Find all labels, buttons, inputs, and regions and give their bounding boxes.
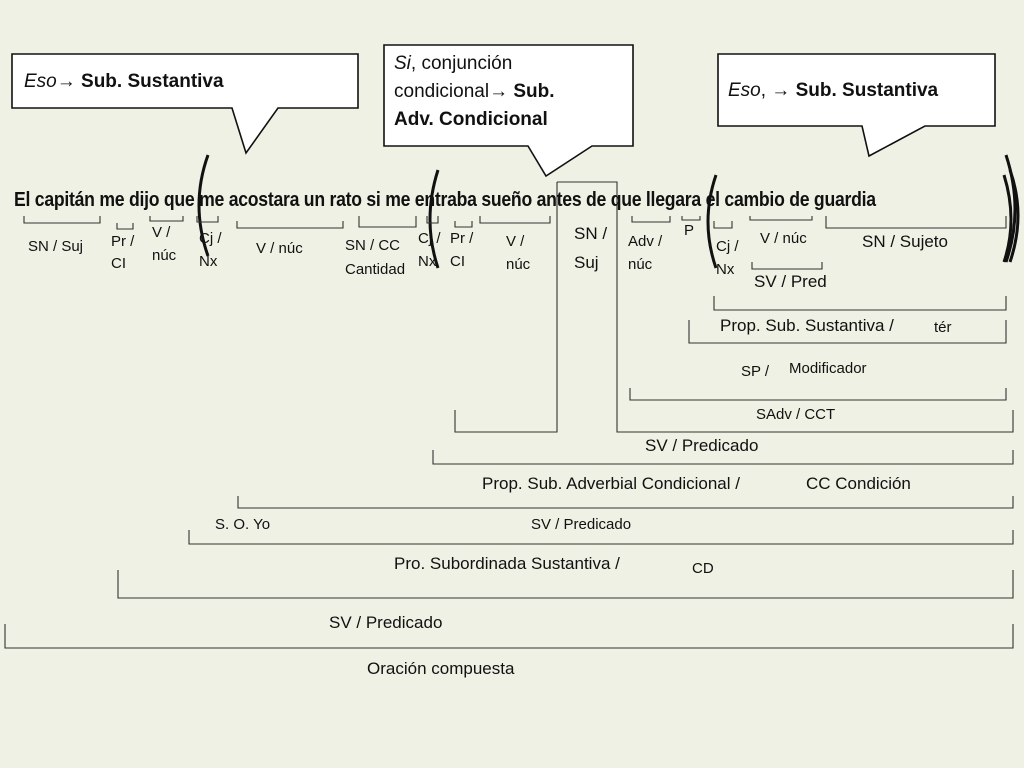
- label-s-o-yo: S. O. Yo: [215, 516, 271, 533]
- label-cj-nx-1a: Cj /: [199, 230, 222, 247]
- label-sn-cc-a: SN / CC: [345, 237, 401, 254]
- paren-close-2: [1008, 169, 1020, 263]
- label-sv-pred: SV / Pred: [754, 272, 827, 291]
- callout-middle-text1: , conjunción: [410, 53, 513, 74]
- label-pr-ci-2a: Pr /: [450, 230, 474, 247]
- label-cj-nx-2b: Nx: [418, 253, 437, 270]
- label-v-nuc-3b: núc: [506, 256, 531, 273]
- label-modificador: Modificador: [789, 360, 867, 377]
- callout-right: Eso, → Sub. Sustantiva: [728, 77, 938, 105]
- label-adv-nuc-a: Adv /: [628, 233, 663, 250]
- label-cj-nx-3a: Cj /: [716, 238, 739, 255]
- label-ter: tér: [934, 319, 952, 336]
- callout-left-italic: Eso: [24, 71, 57, 92]
- label-cc-condicion: CC Condición: [806, 474, 911, 493]
- callout-left-box: [11, 53, 359, 155]
- paren-close-3: [1002, 174, 1013, 263]
- callout-right-bold: Sub. Sustantiva: [795, 80, 939, 101]
- callout-middle-text2: condicional→: [394, 81, 509, 102]
- label-sv-predicado-3: SV / Predicado: [329, 613, 443, 632]
- label-v-nuc-1a: V /: [152, 224, 171, 241]
- label-cj-nx-2a: Cj /: [418, 230, 441, 247]
- label-sn-cc-b: Cantidad: [345, 261, 406, 278]
- label-v-nuc-3a: V /: [506, 233, 525, 250]
- callout-right-italic: Eso: [728, 80, 761, 101]
- label-sadv-cct: SAdv / CCT: [756, 406, 836, 423]
- label-sv-predicado-1: SV / Predicado: [645, 436, 759, 455]
- label-adv-nuc-b: núc: [628, 256, 653, 273]
- callout-left-arrow: →: [56, 71, 76, 92]
- callout-right-text: , →: [760, 80, 791, 101]
- label-p: P: [684, 222, 695, 239]
- label-v-nuc-1b: núc: [152, 247, 177, 264]
- label-cj-nx-3b: Nx: [716, 261, 735, 278]
- label-v-nuc-4: V / núc: [760, 230, 807, 247]
- label-prop-sub-adv: Prop. Sub. Adverbial Condicional /: [482, 474, 740, 493]
- callout-middle: Si, conjunción condicional→ Sub. Adv. Co…: [394, 50, 555, 134]
- label-sn-sujeto: SN / Sujeto: [862, 232, 948, 251]
- callout-right-box: [717, 53, 996, 158]
- callout-middle-box: [383, 44, 634, 178]
- callout-middle-bold2: Adv. Condicional: [394, 109, 548, 130]
- label-sn-suj: SN / Suj: [28, 238, 84, 255]
- callout-middle-bold1: Sub.: [513, 81, 555, 102]
- label-sv-predicado-2: SV / Predicado: [531, 516, 632, 533]
- paren-open-3: [706, 174, 718, 269]
- label-oracion: Oración compuesta: [367, 659, 515, 678]
- label-sp: SP /: [741, 363, 770, 380]
- label-pr-ci-2b: CI: [450, 253, 465, 270]
- label-pro-sub-sust: Pro. Subordinada Sustantiva /: [394, 554, 620, 573]
- label-pr-ci-1a: Pr /: [111, 233, 135, 250]
- label-pr-ci-1b: CI: [111, 255, 126, 272]
- callout-middle-italic: Si: [394, 53, 411, 74]
- label-sn-suj-2b: Suj: [574, 253, 599, 272]
- callout-left-bold: Sub. Sustantiva: [81, 71, 224, 92]
- callout-left: Eso→ Sub. Sustantiva: [24, 68, 224, 96]
- paren-close-1: [1004, 154, 1017, 263]
- paren-open-2: [428, 169, 440, 269]
- label-prop-sub-sust: Prop. Sub. Sustantiva /: [720, 316, 894, 335]
- label-v-nuc-2: V / núc: [256, 240, 303, 257]
- label-cd: CD: [692, 560, 714, 577]
- analyzed-sentence: El capitán me dijo que me acostara un ra…: [14, 188, 876, 211]
- label-sn-suj-2a: SN /: [574, 224, 608, 243]
- label-cj-nx-1b: Nx: [199, 253, 218, 270]
- paren-open-1: [197, 154, 210, 257]
